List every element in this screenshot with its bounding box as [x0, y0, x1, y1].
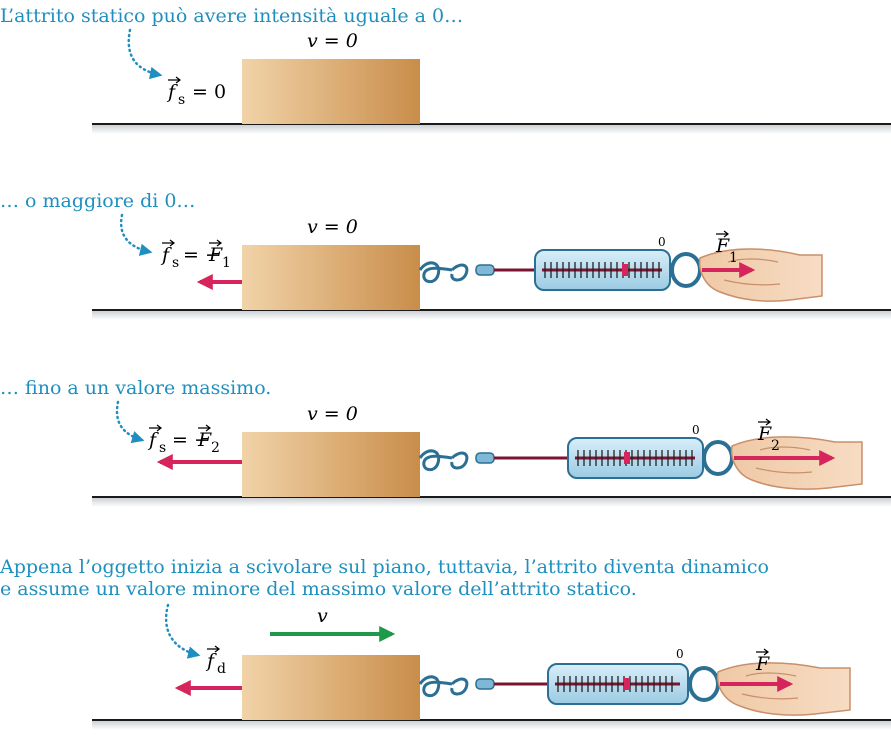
svg-text:s: s [178, 92, 185, 108]
applied-force-label: F [755, 648, 770, 675]
caption-static-positive: … o maggiore di 0… [0, 190, 196, 212]
hook [418, 261, 453, 284]
velocity-label: v [317, 605, 328, 627]
floor-shadow [92, 310, 891, 320]
svg-text:F: F [208, 244, 223, 266]
velocity-label: v = 0 [307, 30, 358, 52]
svg-text:2: 2 [211, 440, 220, 456]
panel-static-zero: v = 0 f s = 0 [92, 28, 891, 134]
svg-text:= 0: = 0 [192, 81, 226, 103]
applied-force-label: F 2 [757, 418, 780, 454]
friction-force-label: f s = 0 [166, 76, 226, 108]
friction-force-label: f d [205, 645, 226, 677]
svg-text:F: F [715, 235, 730, 257]
svg-text:1: 1 [222, 255, 231, 271]
hook [418, 449, 453, 472]
scale-zero-label: 0 [676, 647, 684, 661]
svg-text:1: 1 [729, 250, 738, 266]
velocity-label: v = 0 [307, 216, 358, 238]
svg-text:2: 2 [771, 438, 780, 454]
hook [418, 675, 453, 698]
caption-dynamic-line1: Appena l’oggetto inizia a scivolare sul … [0, 556, 769, 578]
pointer-dotted-arrow [119, 213, 153, 256]
panel-static-max: v = 0 f s = − F 2 [92, 400, 891, 507]
hand [698, 248, 823, 302]
floor-shadow [92, 720, 891, 730]
svg-text:F: F [757, 423, 772, 445]
block [242, 245, 420, 310]
hand [716, 662, 851, 716]
panel-static-positive: v = 0 f s = − F 1 [92, 213, 891, 320]
caption-static-max: … fino a un valore massimo. [0, 377, 272, 399]
svg-text:s: s [159, 440, 166, 456]
friction-force-label: f s = − F 2 [147, 424, 220, 456]
scale-ring [688, 666, 720, 702]
scale-zero-label: 0 [692, 423, 700, 437]
spring-scale: 0 [418, 647, 720, 705]
spring-scale: 0 [418, 423, 734, 479]
pointer-dotted-arrow [115, 400, 145, 444]
scale-ring [702, 440, 734, 476]
svg-text:d: d [217, 661, 226, 677]
floor-shadow [92, 497, 891, 507]
block [242, 655, 420, 720]
block [242, 59, 420, 124]
svg-text:= −: = − [172, 429, 210, 451]
friction-force-label: f s = − F 1 [160, 239, 231, 271]
floor-shadow [92, 124, 891, 134]
scale-zero-label: 0 [658, 235, 666, 249]
svg-text:f: f [160, 244, 172, 266]
pointer-dotted-arrow [127, 28, 163, 80]
scale-ring [670, 252, 702, 288]
svg-text:f: f [205, 650, 217, 672]
panel-dynamic: v f d [92, 603, 891, 730]
caption-static-zero: L’attrito statico può avere intensità ug… [0, 5, 464, 27]
hand [730, 436, 863, 490]
svg-text:f: f [147, 429, 159, 451]
block [242, 432, 420, 497]
svg-text:f: f [166, 81, 178, 103]
svg-text:F: F [755, 653, 770, 675]
svg-text:s: s [172, 255, 179, 271]
spring-scale: 0 [418, 235, 702, 291]
caption-dynamic-line2: e assume un valore minore del massimo va… [0, 578, 637, 600]
pointer-dotted-arrow [164, 603, 201, 659]
applied-force-label: F 1 [715, 230, 738, 266]
svg-text:F: F [197, 429, 212, 451]
svg-text:= −: = − [183, 244, 221, 266]
velocity-label: v = 0 [307, 403, 358, 425]
